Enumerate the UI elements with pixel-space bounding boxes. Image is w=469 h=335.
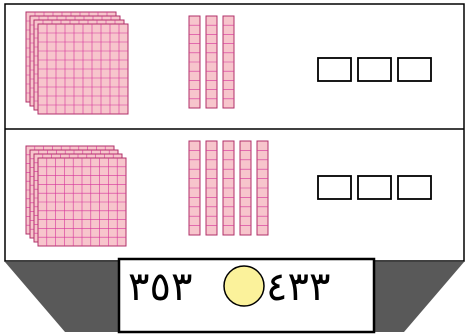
answer-digit-box[interactable] [318, 176, 351, 199]
ten-rod [189, 141, 200, 235]
answer-digit-box[interactable] [398, 58, 431, 81]
ten-rod [223, 141, 234, 235]
hundred-flat [38, 24, 128, 114]
answer-digit-box[interactable] [358, 176, 391, 199]
left-number: ٣٥٣ [128, 267, 192, 307]
ten-rod [206, 141, 217, 235]
ten-rod [257, 141, 268, 235]
answer-digit-box[interactable] [318, 58, 351, 81]
ten-rod [223, 16, 234, 108]
comparison-circle-icon[interactable] [224, 266, 264, 306]
ten-rod [240, 141, 251, 235]
hundred-flat [38, 158, 126, 246]
answer-digit-box[interactable] [398, 176, 431, 199]
ten-rod [189, 16, 200, 108]
answer-digit-box[interactable] [358, 58, 391, 81]
ten-rod [206, 16, 217, 108]
right-number: ٤٣٣ [266, 267, 330, 307]
